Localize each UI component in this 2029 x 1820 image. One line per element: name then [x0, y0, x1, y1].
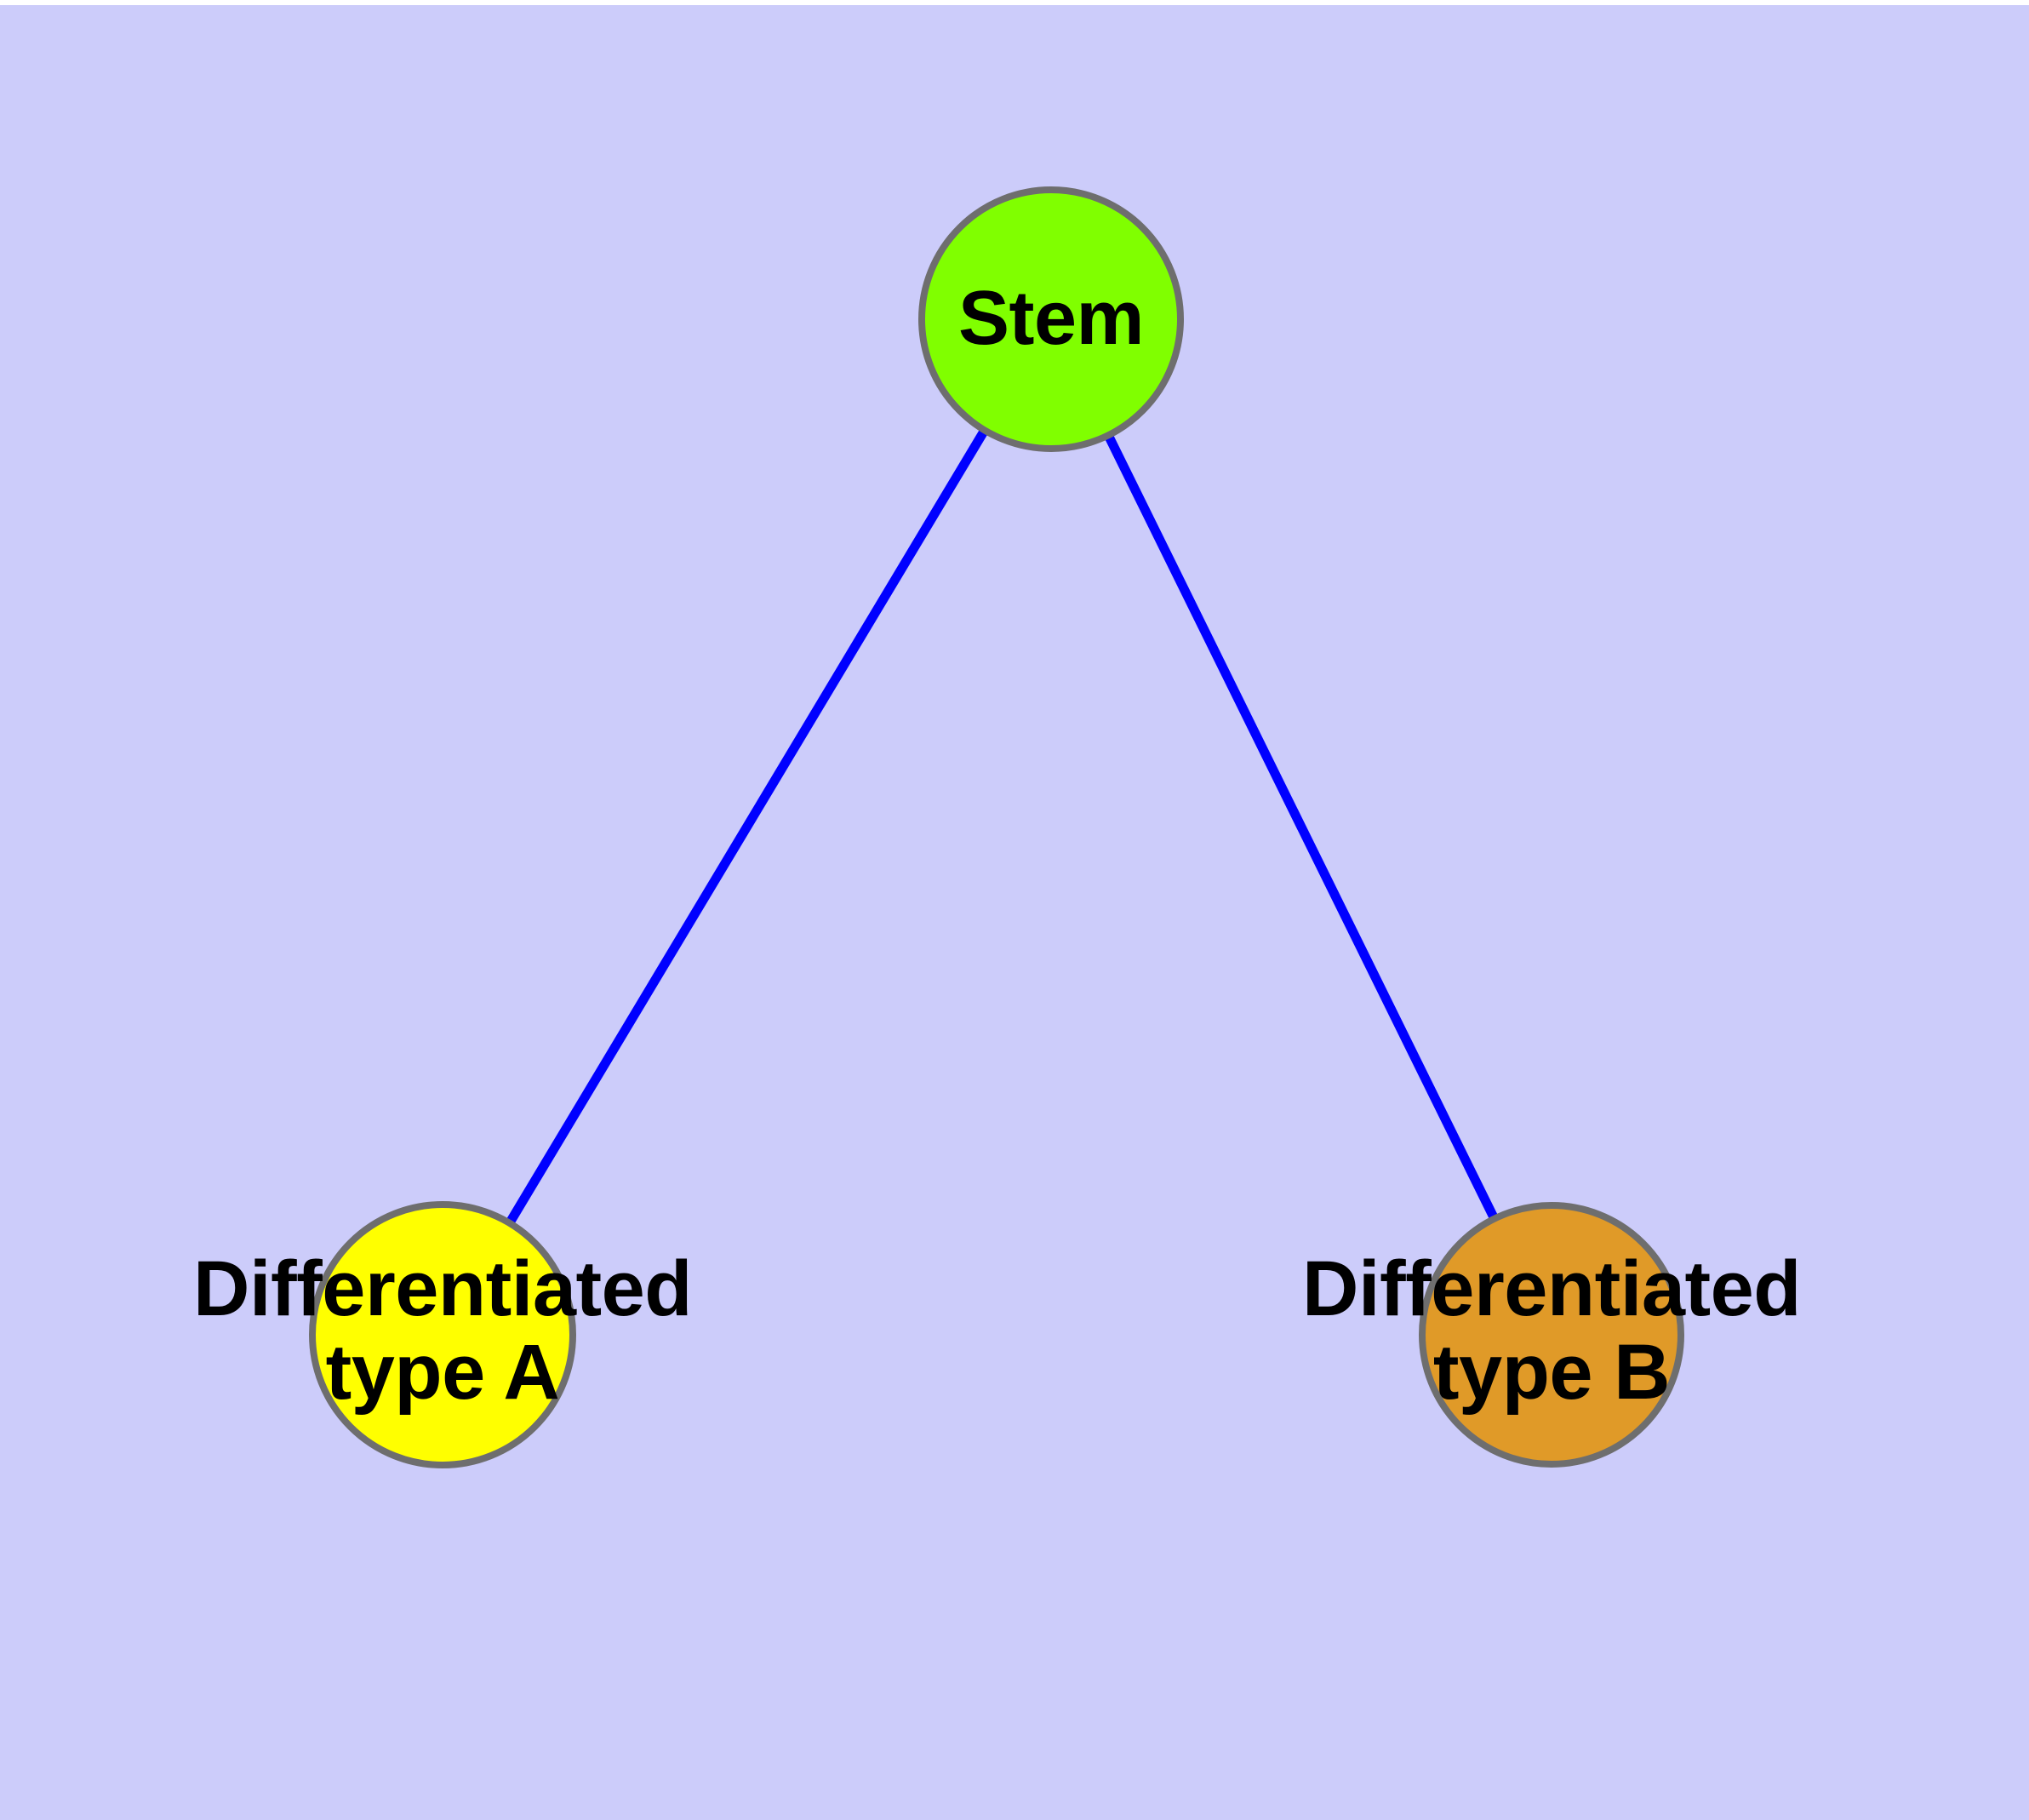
node-stem[interactable] — [918, 186, 1184, 452]
edge-stem-to-diff-b[interactable] — [1047, 317, 1556, 1337]
node-diff-b[interactable] — [1419, 1202, 1684, 1468]
node-diff-a[interactable] — [309, 1201, 576, 1468]
edge-stem-to-diff-a[interactable] — [438, 317, 1055, 1337]
nodes-layer — [309, 186, 1684, 1468]
edges-layer — [438, 317, 1556, 1337]
